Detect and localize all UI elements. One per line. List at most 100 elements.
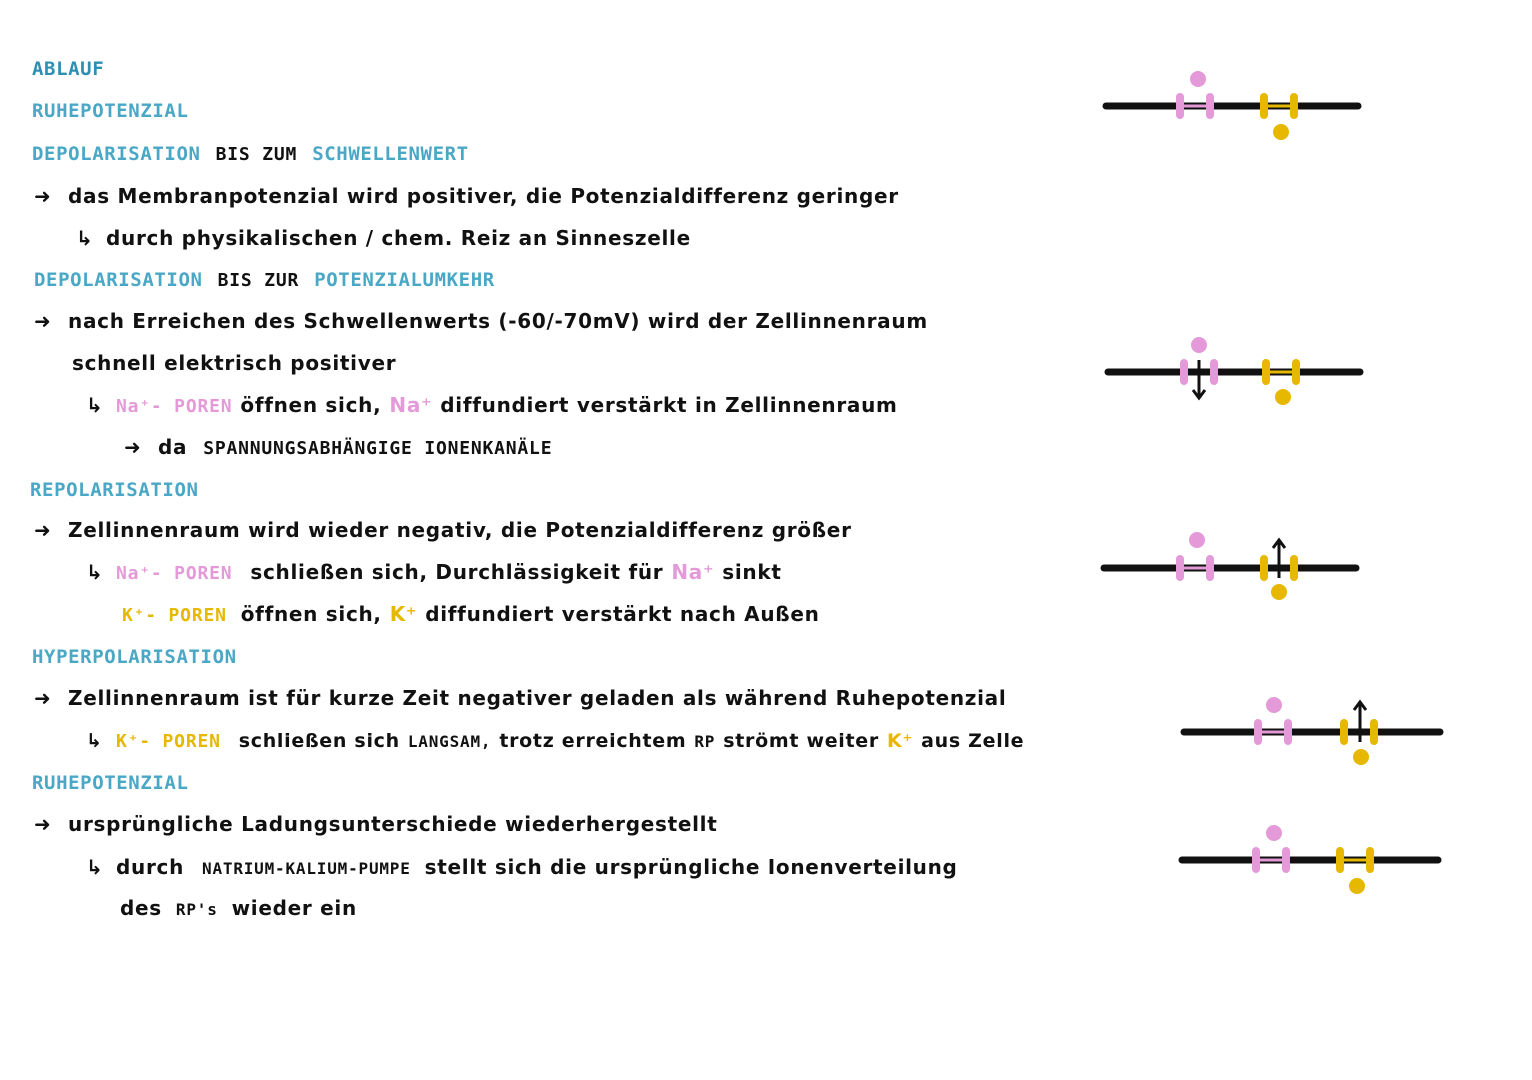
membrane-diagram-repolarisation — [1100, 532, 1360, 600]
heading-bis-zum: BIS ZUM — [215, 144, 298, 165]
membrane-diagram-resting — [1102, 71, 1362, 140]
line-text: nach Erreichen des Schwellenwerts (-60/-… — [68, 309, 928, 333]
langsam-label: LANGSAM, — [407, 732, 492, 751]
arrow-right-icon: ➜ — [34, 812, 52, 836]
k-poren-label: K⁺- POREN — [116, 731, 221, 752]
k-ion — [1349, 878, 1365, 894]
heading-depolarisation-potenzialumkehr: DEPOLARISATION BIS ZUR POTENZIALUMKEHR — [34, 266, 495, 295]
na-ion-label: Na⁺ — [389, 393, 433, 417]
text-line: ↳ Na⁺- POREN schließen sich, Durchlässigke… — [86, 558, 782, 588]
membrane-diagram-hyperpolarisation — [1180, 697, 1444, 765]
na-ion — [1191, 337, 1207, 353]
line-text: stellt sich die ursprüngliche Ionenverte… — [424, 855, 958, 879]
k-channel-left — [1260, 555, 1268, 581]
k-channel-right — [1370, 719, 1378, 745]
k-channel-right — [1290, 93, 1298, 119]
line-text: Zellinnenraum wird wieder negativ, die P… — [68, 518, 852, 542]
na-channel-left — [1176, 555, 1184, 581]
heading-hyperpolarisation: HYPERPOLARISATION — [32, 646, 237, 668]
line-text: ursprüngliche Ladungsunterschiede wieder… — [68, 812, 718, 836]
na-channel-left — [1254, 719, 1262, 745]
na-ion-label: Na⁺ — [671, 560, 715, 584]
na-ion — [1190, 71, 1206, 87]
text-line: ➜Zellinnenraum wird wieder negativ, die … — [34, 516, 852, 544]
k-channel-right — [1290, 555, 1298, 581]
k-ion — [1353, 749, 1369, 765]
hook-arrow-icon: ↳ — [86, 855, 104, 879]
line-text: das Membranpotenzial wird positiver, die… — [68, 184, 899, 208]
text-line: des RP's wieder ein — [120, 894, 357, 924]
k-channel-left — [1260, 93, 1268, 119]
na-channel-left — [1180, 359, 1188, 385]
heading-bis-zur: BIS ZUR — [217, 270, 300, 291]
membrane-diagram-depolarisation — [1104, 337, 1364, 405]
hook-arrow-icon: ↳ — [86, 730, 103, 752]
heading-ablauf: ABLAUF — [32, 58, 105, 80]
line-text: diffundiert verstärkt nach Außen — [425, 602, 820, 626]
k-ion — [1271, 584, 1287, 600]
text-line: ➜ nach Erreichen des Schwellenwerts (-60/… — [34, 307, 928, 335]
k-ion — [1275, 389, 1291, 405]
k-ion-label: K⁺ — [886, 730, 914, 752]
arrow-up-icon — [1271, 537, 1287, 549]
spannungsabhaengige-ionenkanaele: SPANNUNGSABHÄNGIGE IONENKANÄLE — [203, 438, 553, 459]
line-text: öffnen sich, — [240, 602, 382, 626]
line-text: diffundiert verstärkt in Zellinnenraum — [440, 393, 898, 417]
na-poren-label: Na⁺- POREN — [116, 563, 233, 584]
arrow-right-icon: ➜ — [34, 686, 52, 710]
line-text: sinkt — [722, 560, 782, 584]
arrow-right-icon: ➜ — [34, 184, 52, 208]
k-ion — [1273, 124, 1289, 140]
line-text: durch — [116, 855, 185, 879]
na-channel-left — [1176, 93, 1184, 119]
hook-arrow-icon: ↳ — [86, 393, 104, 417]
k-poren-label: K⁺- POREN — [122, 605, 227, 626]
heading-schwellenwert: SCHWELLENWERT — [312, 143, 469, 165]
heading-ruhepotenzial: RUHEPOTENZIAL — [32, 772, 189, 794]
line-text: schließen sich — [238, 730, 400, 752]
k-channel-left — [1340, 719, 1348, 745]
hook-arrow-icon: ↳ — [86, 560, 104, 584]
heading-ruhepotenzial: RUHEPOTENZIAL — [32, 100, 189, 122]
text-line: ↳ durch NATRIUM-KALIUM-PUMPE stellt sich di… — [86, 853, 958, 883]
na-channel-right — [1284, 719, 1292, 745]
arrow-right-icon: ➜ — [34, 309, 52, 333]
text-line: ➜ ursprüngliche Ladungsunterschiede wiede… — [34, 810, 717, 838]
line-text: wieder ein — [231, 896, 357, 920]
k-ion-label: K⁺ — [389, 602, 418, 626]
na-poren-label: Na⁺- POREN — [116, 396, 233, 417]
rp-label: RP's — [175, 900, 218, 919]
text-line: ↳ K⁺- POREN schließen sich LANGSAM, trotz er… — [86, 727, 1024, 756]
na-channel-left — [1252, 847, 1260, 873]
line-text: schließen sich, Durchlässigkeit für — [250, 560, 664, 584]
text-line: K⁺- POREN öffnen sich, K⁺ diffundiert verst… — [122, 600, 820, 630]
k-channel-right — [1292, 359, 1300, 385]
na-ion — [1266, 825, 1282, 841]
heading-depolarisation: DEPOLARISATION — [32, 143, 201, 165]
heading-depolarisation: DEPOLARISATION — [34, 269, 203, 291]
text-line: ↳durch physikalischen / chem. Reiz an Si… — [76, 224, 691, 252]
na-channel-right — [1206, 93, 1214, 119]
arrow-down-icon — [1191, 389, 1207, 401]
line-text: schnell elektrisch positiver — [72, 351, 397, 375]
text-line: ➜ das Membranpotenzial wird positiver, di… — [34, 182, 899, 210]
text-line: ➜ Zellinnenraum ist für kurze Zeit negati… — [34, 684, 1006, 712]
line-text: Zellinnenraum ist für kurze Zeit negativ… — [68, 686, 1007, 710]
k-channel-right — [1366, 847, 1374, 873]
na-ion — [1266, 697, 1282, 713]
line-text: des — [120, 896, 162, 920]
heading-repolarisation: REPOLARISATION — [30, 479, 199, 501]
line-text: strömt weiter — [723, 730, 879, 752]
heading-potenzialumkehr: POTENZIALUMKEHR — [314, 269, 495, 291]
hook-arrow-icon: ↳ — [76, 226, 94, 250]
na-channel-right — [1210, 359, 1218, 385]
k-channel-left — [1336, 847, 1344, 873]
line-text: trotz erreichtem — [499, 730, 687, 752]
rp-label: RP — [694, 732, 716, 751]
arrow-right-icon: ➜ — [124, 435, 142, 459]
natrium-kalium-pumpe: NATRIUM-KALIUM-PUMPE — [202, 859, 411, 878]
membrane-diagram-resting-restored — [1178, 825, 1442, 894]
k-channel-left — [1262, 359, 1270, 385]
